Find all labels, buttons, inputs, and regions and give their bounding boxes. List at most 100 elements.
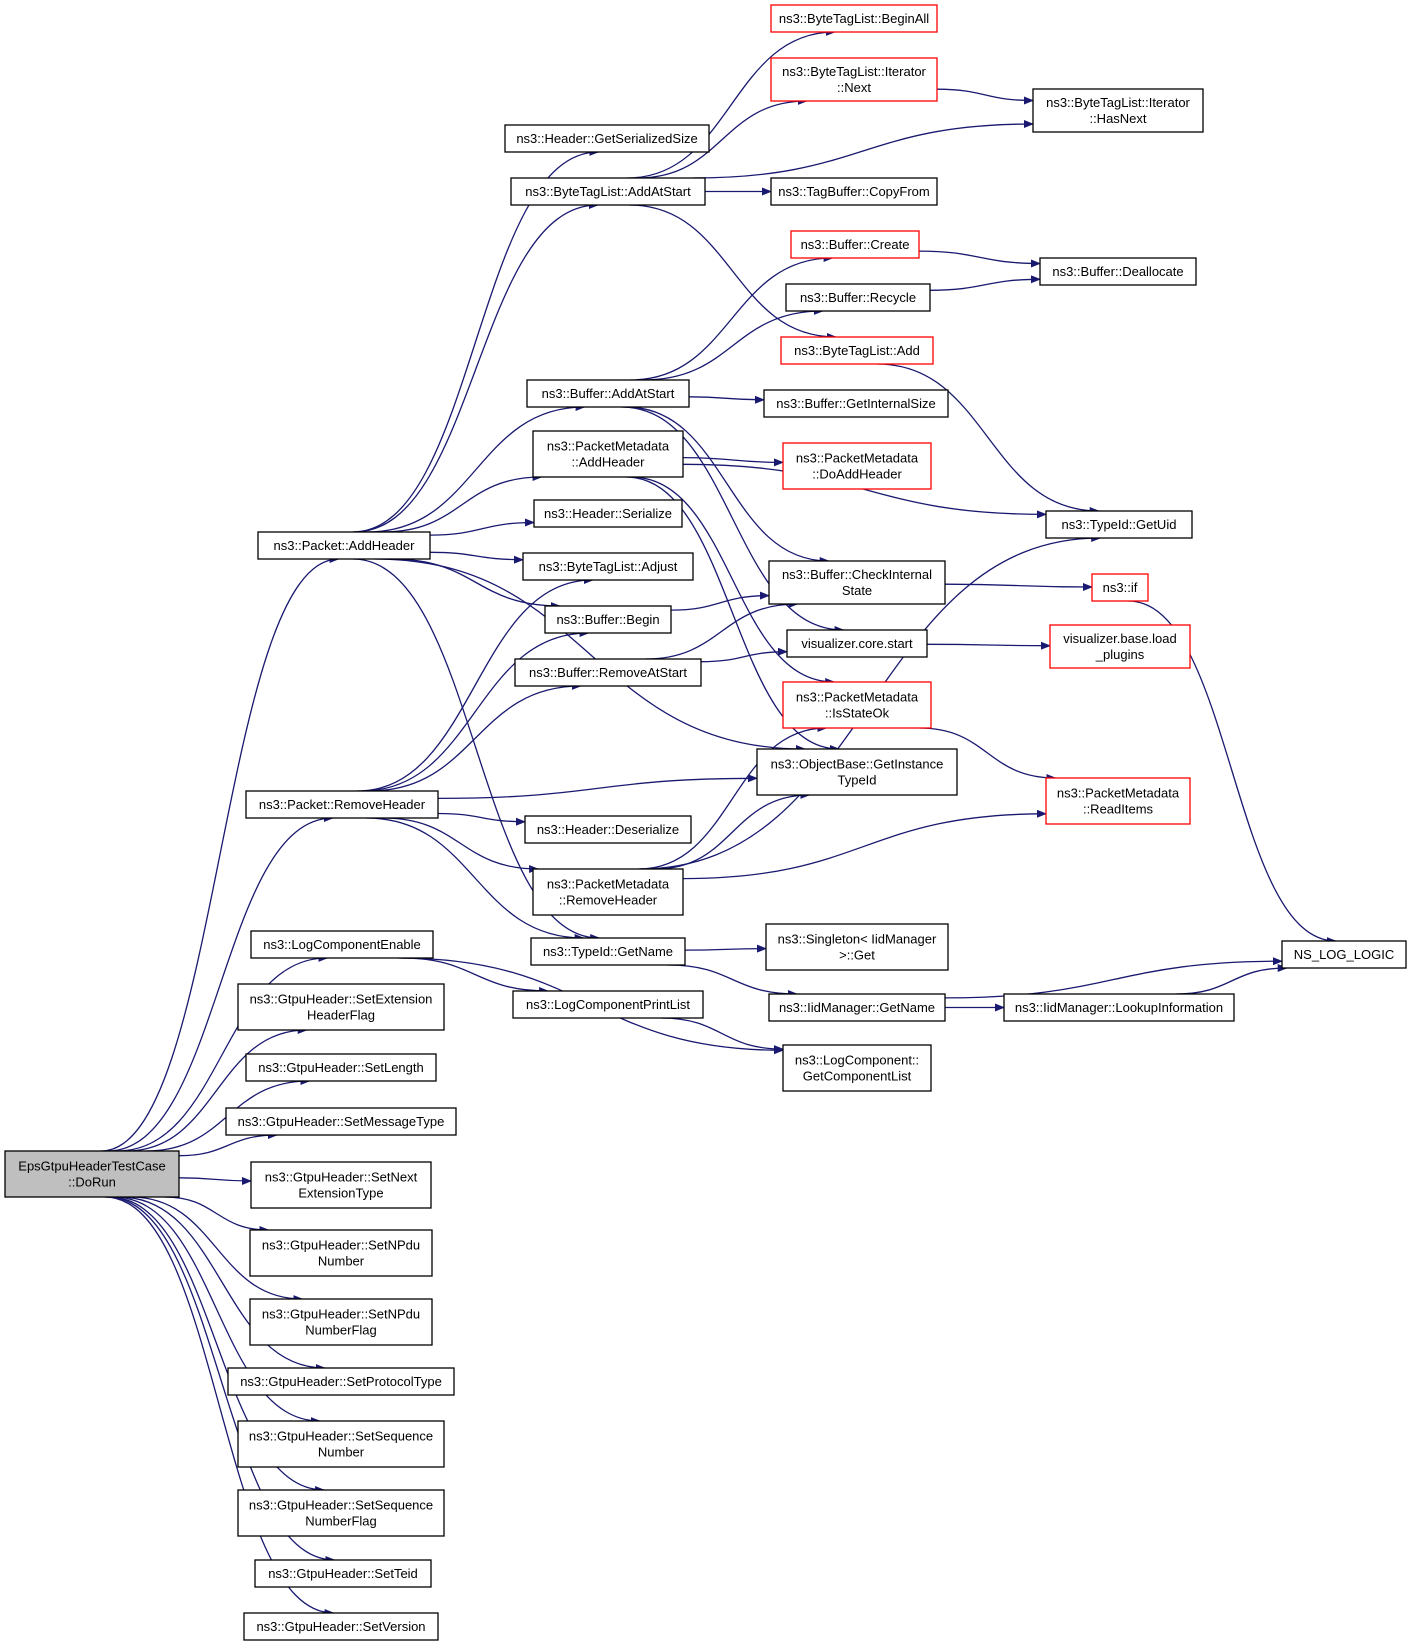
node-box[interactable] <box>1039 257 1197 286</box>
node-removeheader[interactable]: ns3::Packet::RemoveHeader <box>245 790 439 819</box>
node-box[interactable] <box>514 658 702 687</box>
node-box[interactable] <box>237 1489 445 1537</box>
node-box[interactable] <box>532 868 684 916</box>
node-logenable[interactable]: ns3::LogComponentEnable <box>250 930 434 959</box>
node-box[interactable] <box>1049 624 1191 669</box>
node-box[interactable] <box>4 1150 180 1198</box>
node-setmsg[interactable]: ns3::GtpuHeader::SetMessageType <box>225 1107 457 1136</box>
node-box[interactable] <box>249 1298 433 1346</box>
node-iid_lookup[interactable]: ns3::IidManager::LookupInformation <box>1003 993 1235 1022</box>
node-box[interactable] <box>1281 940 1407 969</box>
node-setproto[interactable]: ns3::GtpuHeader::SetProtocolType <box>227 1367 455 1396</box>
node-box[interactable] <box>522 552 694 581</box>
node-box[interactable] <box>1032 88 1204 133</box>
node-box[interactable] <box>770 177 938 206</box>
node-box[interactable] <box>768 993 946 1022</box>
node-box[interactable] <box>237 983 445 1031</box>
node-box[interactable] <box>225 1107 457 1136</box>
node-tagbuf_copyfrom[interactable]: ns3::TagBuffer::CopyFrom <box>770 177 938 206</box>
node-ns3_if[interactable]: ns3::if <box>1091 573 1149 602</box>
node-box[interactable] <box>243 1612 439 1641</box>
node-typeid_getname[interactable]: ns3::TypeId::GetName <box>530 937 686 966</box>
node-btl_add[interactable]: ns3::ByteTagList::Add <box>780 336 934 365</box>
node-pm_addheader[interactable]: ns3::PacketMetadata::AddHeader <box>532 430 684 478</box>
node-box[interactable] <box>780 336 934 365</box>
node-buf_dealloc[interactable]: ns3::Buffer::Deallocate <box>1039 257 1197 286</box>
node-logprintlist[interactable]: ns3::LogComponentPrintList <box>512 990 704 1019</box>
node-setlen[interactable]: ns3::GtpuHeader::SetLength <box>245 1053 437 1082</box>
node-box[interactable] <box>790 230 920 259</box>
node-box[interactable] <box>237 1420 445 1468</box>
node-iid_getname[interactable]: ns3::IidManager::GetName <box>768 993 946 1022</box>
node-box[interactable] <box>756 748 958 796</box>
node-box[interactable] <box>782 681 932 729</box>
node-vis_loadplugins[interactable]: visualizer.base.load_plugins <box>1049 624 1191 669</box>
node-box[interactable] <box>533 499 683 528</box>
node-btl_it_next[interactable]: ns3::ByteTagList::Iterator::Next <box>770 57 938 102</box>
node-btl_addatstart[interactable]: ns3::ByteTagList::AddAtStart <box>510 177 706 206</box>
node-box[interactable] <box>245 790 439 819</box>
node-typeid_getuid[interactable]: ns3::TypeId::GetUid <box>1045 510 1193 539</box>
node-box[interactable] <box>504 124 710 153</box>
node-box[interactable] <box>245 1053 437 1082</box>
node-btl_adjust[interactable]: ns3::ByteTagList::Adjust <box>522 552 694 581</box>
node-pm_doaddheader[interactable]: ns3::PacketMetadata::DoAddHeader <box>782 442 932 490</box>
node-box[interactable] <box>524 815 692 844</box>
node-hdr_deserialize[interactable]: ns3::Header::Deserialize <box>524 815 692 844</box>
node-buf_create[interactable]: ns3::Buffer::Create <box>790 230 920 259</box>
node-singleton_get[interactable]: ns3::Singleton< IidManager >::Get <box>765 923 949 971</box>
node-vis_start[interactable]: visualizer.core.start <box>786 629 928 658</box>
node-box[interactable] <box>765 923 949 971</box>
node-box[interactable] <box>512 990 704 1019</box>
node-box[interactable] <box>530 937 686 966</box>
node-ns_log_logic[interactable]: NS_LOG_LOGIC <box>1281 940 1407 969</box>
node-box[interactable] <box>249 1229 433 1277</box>
node-box[interactable] <box>250 1161 432 1209</box>
node-pm_readitems[interactable]: ns3::PacketMetadata::ReadItems <box>1045 777 1191 825</box>
node-setteid[interactable]: ns3::GtpuHeader::SetTeid <box>254 1559 432 1588</box>
node-buf_begin[interactable]: ns3::Buffer::Begin <box>544 605 672 634</box>
node-box[interactable] <box>785 283 931 312</box>
node-pm_isstateok[interactable]: ns3::PacketMetadata::IsStateOk <box>782 681 932 729</box>
node-box[interactable] <box>257 531 431 560</box>
node-box[interactable] <box>250 930 434 959</box>
node-btl_it_hasnext[interactable]: ns3::ByteTagList::Iterator::HasNext <box>1032 88 1204 133</box>
node-box[interactable] <box>782 1044 932 1092</box>
node-box[interactable] <box>510 177 706 206</box>
node-box[interactable] <box>770 57 938 102</box>
node-pm_removeheader[interactable]: ns3::PacketMetadata::RemoveHeader <box>532 868 684 916</box>
node-root[interactable]: EpsGtpuHeaderTestCase::DoRun <box>4 1150 180 1198</box>
node-box[interactable] <box>786 629 928 658</box>
node-hdr_serialize[interactable]: ns3::Header::Serialize <box>533 499 683 528</box>
node-logcomp_getlist[interactable]: ns3::LogComponent::GetComponentList <box>782 1044 932 1092</box>
node-box[interactable] <box>544 605 672 634</box>
node-buf_removeatstart[interactable]: ns3::Buffer::RemoveAtStart <box>514 658 702 687</box>
node-box[interactable] <box>770 4 938 33</box>
node-hdrsize[interactable]: ns3::Header::GetSerializedSize <box>504 124 710 153</box>
node-box[interactable] <box>763 389 949 418</box>
node-box[interactable] <box>532 430 684 478</box>
node-box[interactable] <box>526 379 690 408</box>
node-box[interactable] <box>1003 993 1235 1022</box>
node-buf_addatstart[interactable]: ns3::Buffer::AddAtStart <box>526 379 690 408</box>
node-setver[interactable]: ns3::GtpuHeader::SetVersion <box>243 1612 439 1641</box>
node-addheader[interactable]: ns3::Packet::AddHeader <box>257 531 431 560</box>
node-box[interactable] <box>1045 777 1191 825</box>
node-box[interactable] <box>782 442 932 490</box>
node-box[interactable] <box>227 1367 455 1396</box>
node-buf_recycle[interactable]: ns3::Buffer::Recycle <box>785 283 931 312</box>
node-buf_internalsize[interactable]: ns3::Buffer::GetInternalSize <box>763 389 949 418</box>
node-btl_beginall[interactable]: ns3::ByteTagList::BeginAll <box>770 4 938 33</box>
node-box[interactable] <box>1091 573 1149 602</box>
node-box[interactable] <box>254 1559 432 1588</box>
node-box[interactable] <box>1045 510 1193 539</box>
node-box[interactable] <box>768 560 946 605</box>
